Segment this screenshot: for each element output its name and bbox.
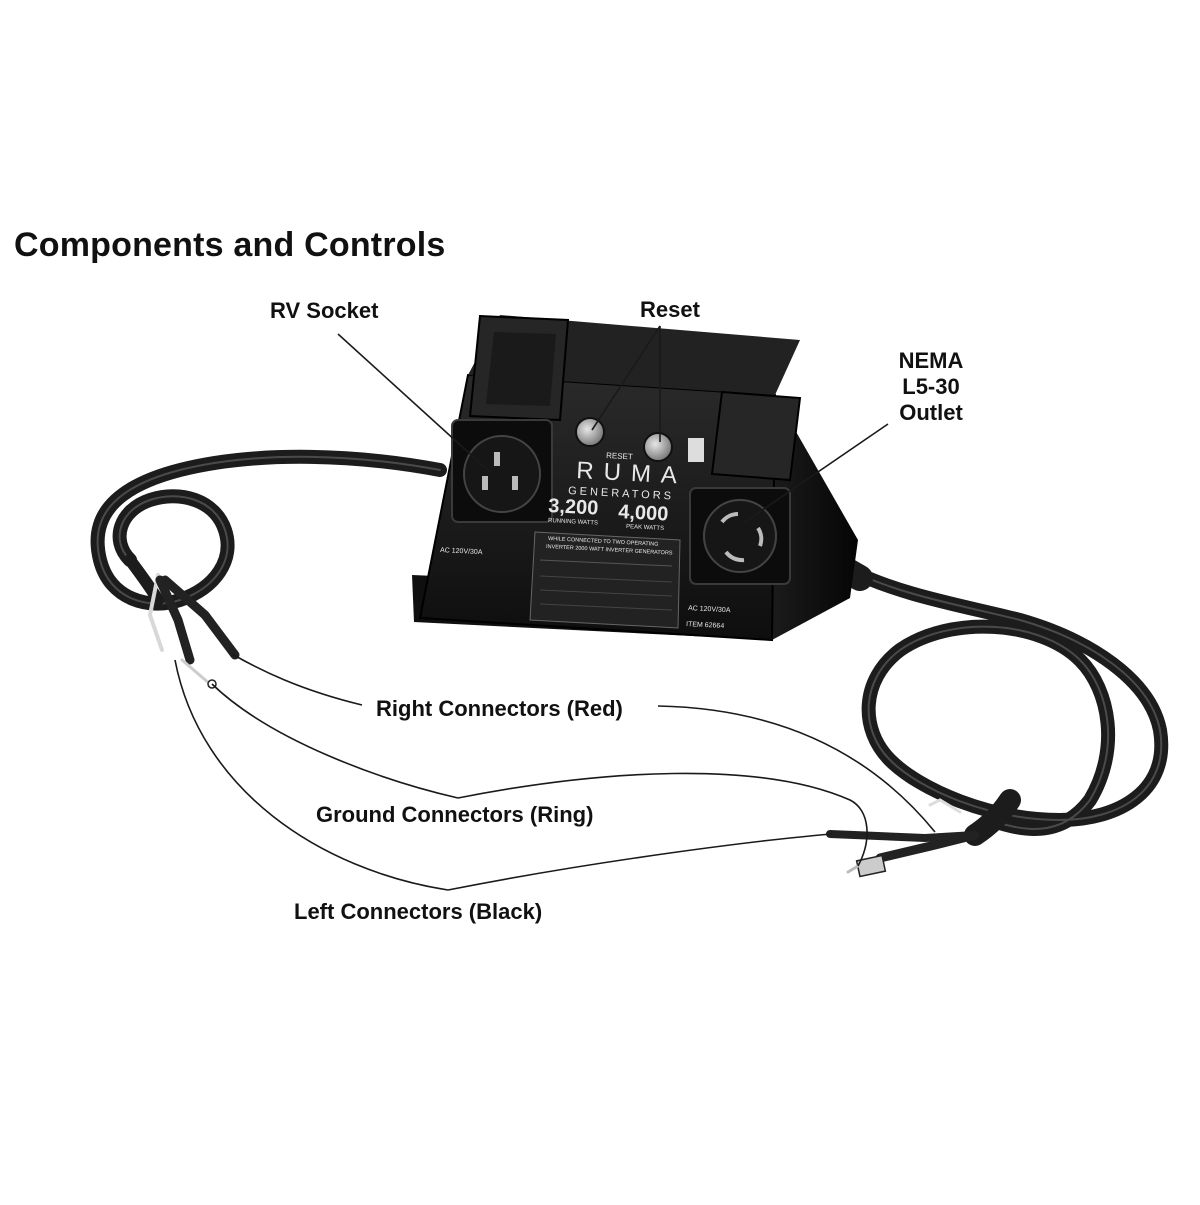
page-title: Components and Controls [14, 226, 446, 264]
label-reset: Reset [640, 297, 700, 322]
label-nema-outlet: NEMA L5-30 Outlet [884, 348, 978, 426]
leader-ground-left [211, 683, 459, 799]
leader-lines [174, 325, 936, 891]
device-item-number: ITEM 62664 [686, 621, 725, 630]
label-left-connectors: Left Connectors (Black) [294, 899, 543, 924]
device-reset-label: RESET [606, 451, 633, 461]
leader-right-connectors-right [657, 705, 936, 833]
label-rv-socket: RV Socket [270, 298, 379, 323]
leader-ground-right [457, 772, 868, 867]
label-ground-connectors: Ground Connectors (Ring) [316, 802, 594, 827]
label-nema-line1: NEMA [898, 348, 964, 373]
leader-nema [741, 423, 889, 525]
leader-rv-socket [337, 333, 491, 473]
device-peak-watts: 4,000 [618, 501, 669, 526]
right-cable [843, 563, 1169, 846]
leader-right-connectors-left [231, 653, 363, 706]
device-brand-sub: GENERATORS [568, 485, 674, 503]
device-running-watts: 3,200 [548, 495, 599, 520]
label-right-connectors: Right Connectors (Red) [376, 696, 623, 721]
left-pigtails [147, 573, 240, 689]
device-rating-right: AC 120V/30A [688, 605, 731, 614]
label-nema-line3: Outlet [899, 400, 963, 425]
right-pigtails [826, 798, 980, 878]
leader-left-left [174, 659, 449, 891]
device-peak-label: PEAK WATTS [626, 524, 664, 532]
leader-left-right [447, 833, 833, 891]
device-brand: RUMA [576, 457, 688, 490]
leader-reset-left [591, 325, 661, 431]
left-cable [90, 449, 447, 611]
device-rating-left: AC 120V/30A [440, 547, 483, 556]
device-running-label: RUNNING WATTS [548, 518, 598, 527]
power-box [412, 314, 858, 642]
label-nema-line2: L5-30 [902, 374, 960, 399]
device-notice-line1: WHILE CONNECTED TO TWO OPERATING [548, 536, 659, 548]
